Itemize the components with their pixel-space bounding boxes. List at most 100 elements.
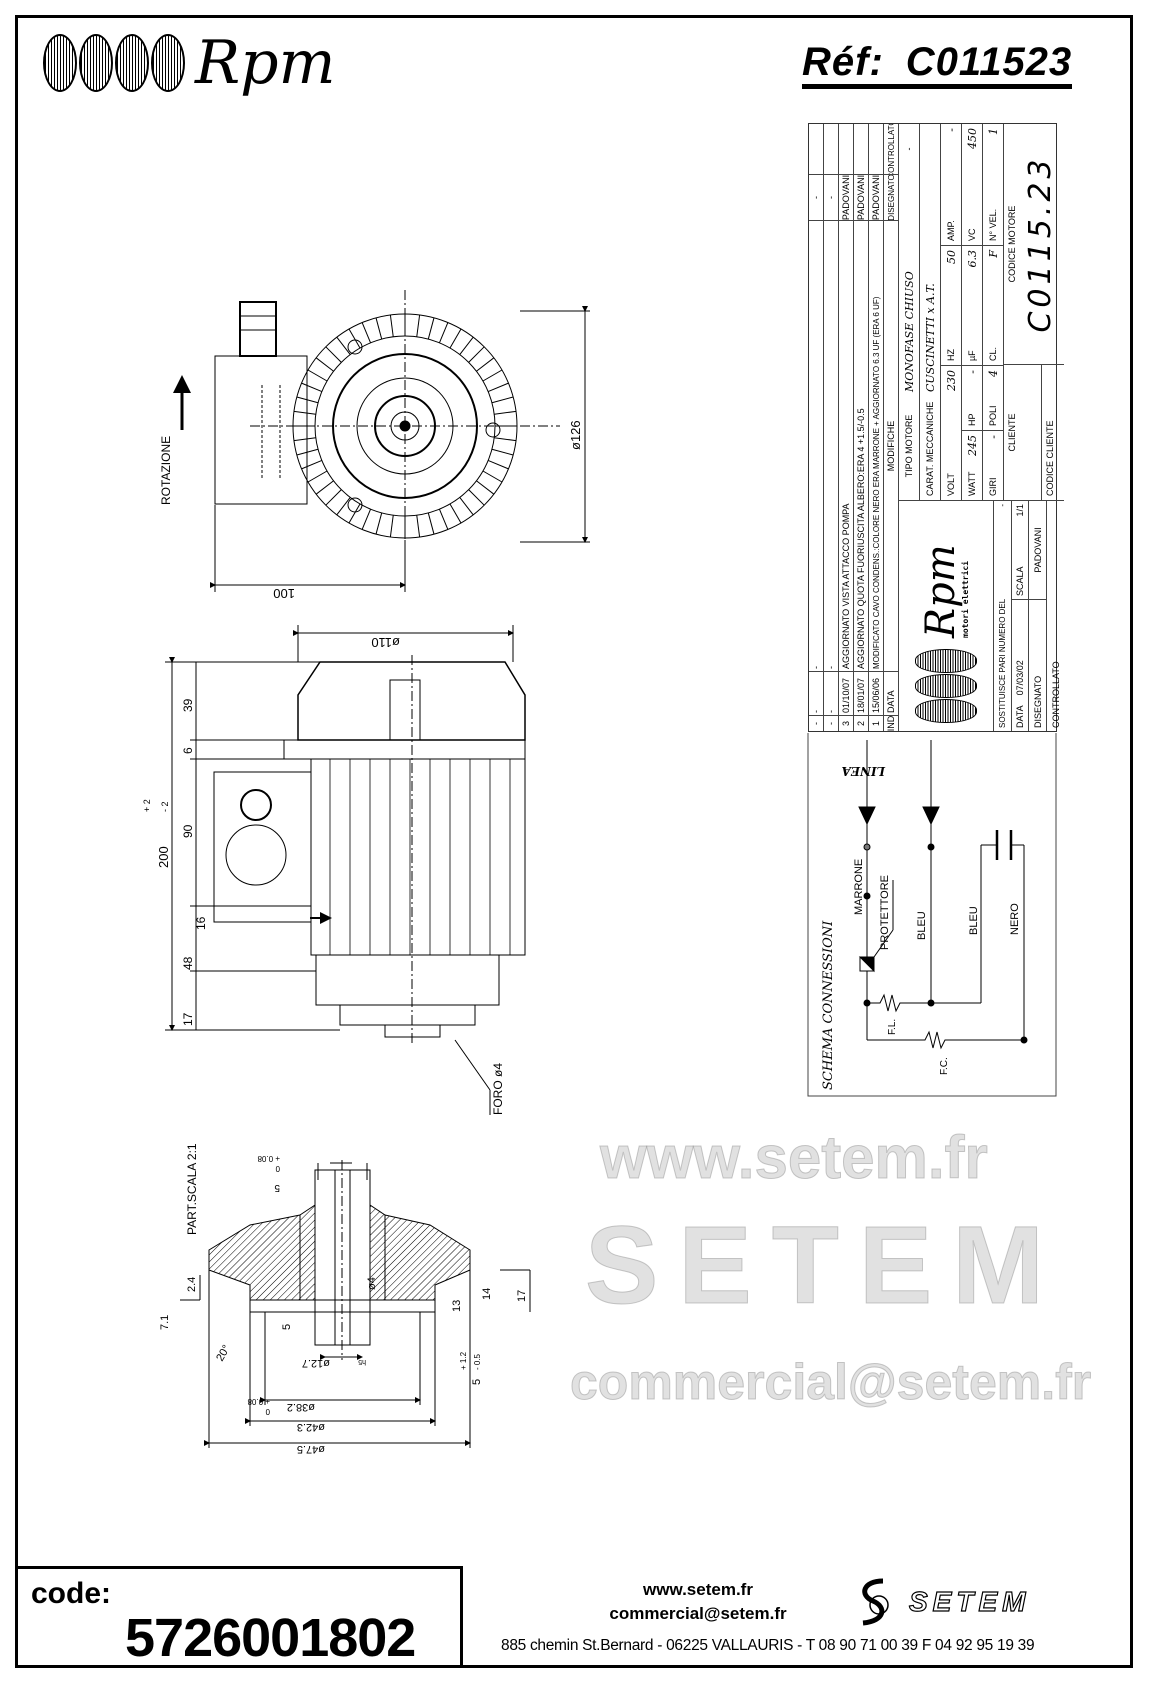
schema-title: SCHEMA CONNESSIONI (821, 920, 836, 1090)
fin (336, 497, 351, 516)
vc-value: 450 (965, 128, 979, 149)
fin (487, 459, 509, 470)
fin (459, 497, 474, 516)
detail-dim-2-4: 2.4 (186, 1277, 198, 1292)
rev-date: - (824, 671, 838, 715)
setem-wordmark: SETEM (908, 1585, 1031, 1617)
fin (482, 369, 503, 382)
rev-header-date: DATA (884, 671, 898, 715)
fin (315, 357, 334, 372)
amp-value: - (944, 128, 958, 132)
volt-label: VOLT (946, 473, 956, 496)
setem-logo: SETEM (853, 1577, 1030, 1627)
coil-icon (914, 649, 977, 673)
revision-row: ---- (809, 124, 824, 731)
rev-date: 18/01/07 (854, 671, 868, 715)
cl-label: CL. (988, 346, 998, 361)
poli-label: POLI (988, 405, 998, 426)
rev-ind: 1 (869, 715, 883, 731)
dim-total-200: 200 (156, 846, 171, 868)
rev-drawn: PADOVANI (854, 174, 868, 220)
ref-label: Réf: (802, 40, 884, 84)
fin (482, 470, 503, 483)
uf-label: µF (967, 350, 977, 361)
top-view (173, 290, 590, 592)
brand-name: Rpm (918, 544, 965, 638)
rev-change: - (824, 220, 838, 671)
detail-key-width: 5 (274, 1182, 280, 1193)
website-link[interactable]: www.setem.fr (643, 1580, 753, 1599)
coil-icon (43, 34, 77, 92)
fin (468, 346, 485, 363)
email-link[interactable]: commercial@setem.fr (609, 1604, 787, 1623)
fin (348, 328, 361, 349)
contact-block: www.setem.fr commercial@setem.fr SETEM 8… (463, 1572, 1135, 1668)
code-box: code: 5726001802 (15, 1566, 463, 1668)
detail-dim-47-5: ø47.5 (297, 1443, 325, 1455)
fin (307, 470, 328, 483)
coil-icon (914, 674, 977, 698)
revision-row: ---- (824, 124, 839, 731)
arrow-down-icon (858, 806, 876, 826)
amp-label: AMP. (946, 220, 956, 241)
volt-value: 230 (944, 370, 958, 391)
rev-ind: - (809, 715, 823, 731)
date-value: 07/03/02 (1015, 660, 1026, 696)
rev-checked (854, 124, 868, 174)
schema-marrone: MARRONE (853, 859, 865, 915)
dim-width-100: 100 (273, 586, 295, 601)
detail-dim-42-3: ø42.3 (297, 1421, 325, 1433)
fin (491, 448, 514, 456)
motor-code-label: CODICE MOTORE (1007, 205, 1017, 283)
fin (325, 489, 342, 506)
uf-value: 6.3 (965, 250, 979, 268)
ref-value: C011523 (905, 40, 1073, 84)
schema-line-label: LINEA (842, 764, 886, 778)
fin (315, 480, 334, 495)
hz-label: HZ (946, 349, 956, 361)
cl-value: F (986, 250, 1000, 258)
detail-spigot: ø38.2 (287, 1401, 315, 1413)
rev-header-checked: CONTROLLATO (886, 124, 896, 174)
rev-ind: - (824, 715, 838, 731)
vel-label: N° VEL. (988, 208, 998, 241)
rev-date: - (809, 671, 823, 715)
detail-spigot-tol-plus: + 0.08 (247, 1397, 270, 1406)
detail-dim-7-1: 7.1 (159, 1315, 171, 1330)
resistor-fl-icon (867, 993, 981, 1013)
fin (336, 336, 351, 355)
schema-bleu-2: BLEU (968, 906, 980, 935)
schema-bleu-1: BLEU (916, 911, 928, 940)
fin (307, 369, 328, 382)
code-label: code: (31, 1577, 112, 1610)
fin (375, 317, 383, 340)
fin (293, 437, 316, 442)
schema-fl: F.L. (887, 1019, 898, 1035)
detail-protrusion: 5 (471, 1379, 483, 1385)
fin (416, 314, 421, 337)
coil-icon (914, 699, 977, 723)
detail-view (180, 1160, 531, 1448)
rev-change: - (809, 220, 823, 671)
rev-header-ind: IND (884, 715, 898, 731)
side-view (165, 625, 526, 1115)
schema-nero: NERO (1009, 903, 1021, 935)
arrow-down-icon (922, 806, 940, 826)
fin (389, 515, 394, 538)
dim-diameter-126: ø126 (568, 420, 583, 450)
rev-checked (839, 124, 853, 174)
rev-drawn: PADOVANI (869, 174, 883, 220)
poli-value: 4 (986, 370, 1000, 377)
rev-checked (869, 124, 883, 174)
vel-value: 1 (986, 128, 1000, 135)
fin (427, 512, 435, 535)
dim-total-tol-plus: + 2 (142, 799, 152, 812)
rotation-label: ROTAZIONE (159, 436, 173, 505)
vc-label: VC (967, 228, 977, 241)
rev-drawn: PADOVANI (839, 174, 853, 220)
detail-key-tol-plus: + 0.08 (257, 1154, 280, 1163)
rev-header-change: MODIFICHE (884, 220, 898, 671)
